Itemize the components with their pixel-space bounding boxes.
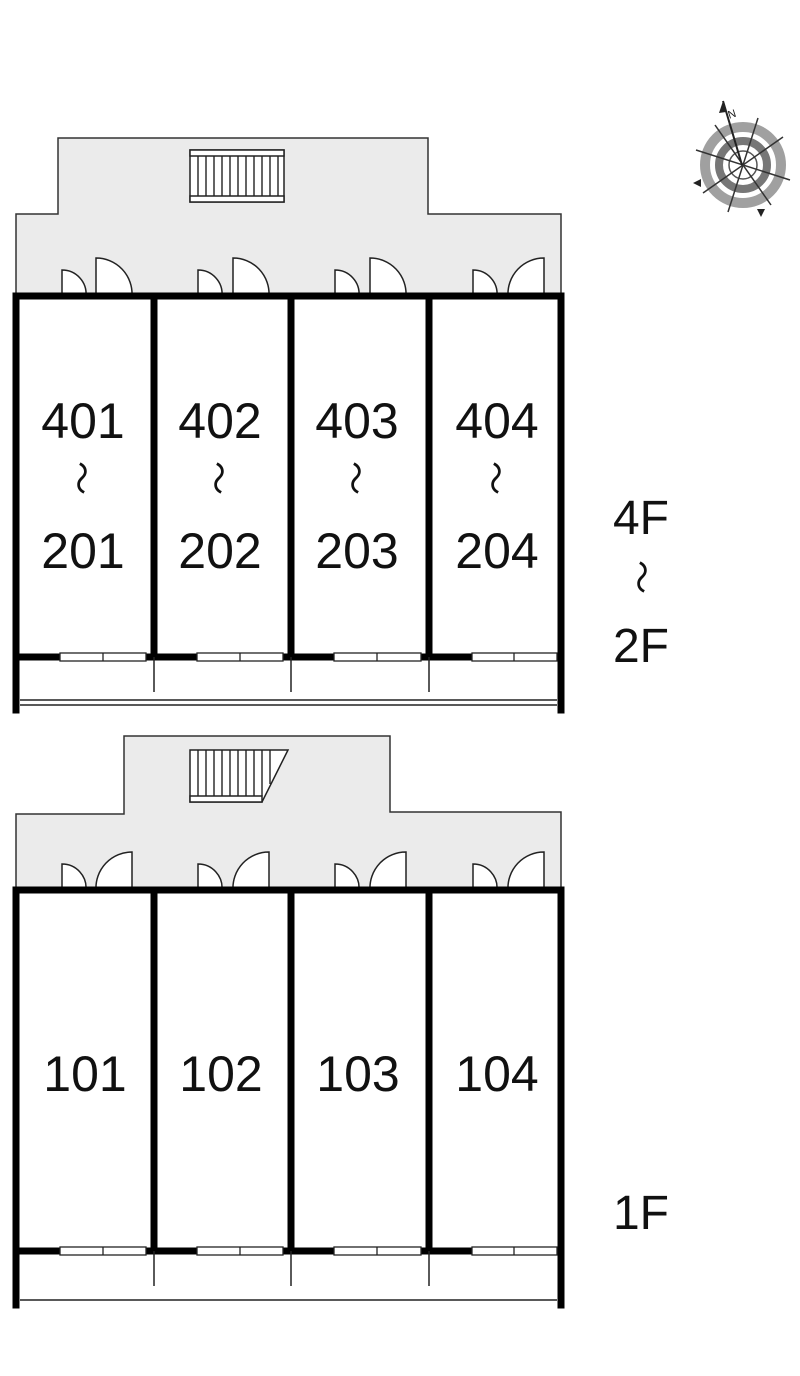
unit-label: 202	[178, 523, 261, 579]
unit-label: 102	[179, 1046, 262, 1102]
ground-unit-labels: 101 102 103 104	[43, 1046, 538, 1102]
door-icon	[472, 851, 545, 891]
upper-floor-label: 4F 〜 2F	[613, 492, 669, 673]
upper-balcony	[20, 657, 557, 706]
door-icon	[197, 851, 270, 891]
door-icon	[197, 257, 270, 297]
floor-label: 1F	[613, 1187, 669, 1240]
unit-label: 403	[315, 393, 398, 449]
ground-corridor	[15, 735, 562, 891]
unit-label: 404	[455, 393, 538, 449]
compass-icon: N	[693, 100, 791, 217]
unit-label: 204	[455, 523, 538, 579]
upper-corridor	[15, 137, 562, 297]
range-mark: 〜	[475, 461, 513, 495]
upper-windows	[59, 652, 558, 662]
unit-label: 203	[315, 523, 398, 579]
upper-doors	[61, 257, 545, 297]
unit-label: 402	[178, 393, 261, 449]
floor-label-top: 4F	[613, 492, 669, 545]
ground-windows	[59, 1246, 558, 1256]
unit-label: 401	[41, 393, 124, 449]
upper-block: 401 402 403 404 〜 〜 〜 〜 201 202 203 204 …	[12, 137, 669, 714]
ground-block: 101 102 103 104 1F	[12, 735, 669, 1309]
ground-balcony	[20, 1251, 557, 1301]
floor-range-mark: 〜	[621, 560, 659, 594]
unit-label: 101	[43, 1046, 126, 1102]
unit-label: 103	[316, 1046, 399, 1102]
ground-staircase	[189, 749, 290, 803]
upper-unit-labels: 401 402 403 404 〜 〜 〜 〜 201 202 203 204	[41, 393, 538, 579]
upper-staircase	[189, 149, 285, 203]
range-mark: 〜	[61, 461, 99, 495]
upper-walls	[12, 292, 565, 714]
compass-north-label: N	[726, 108, 737, 122]
range-mark: 〜	[335, 461, 373, 495]
range-mark: 〜	[198, 461, 236, 495]
unit-label: 104	[455, 1046, 538, 1102]
floor-label-bottom: 2F	[613, 620, 669, 673]
door-icon	[334, 851, 407, 891]
unit-label: 201	[41, 523, 124, 579]
